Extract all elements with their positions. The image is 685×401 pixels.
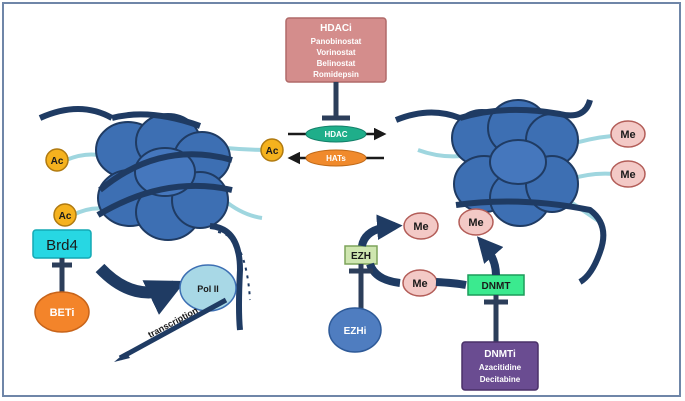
ac-badge: Ac bbox=[45, 148, 69, 172]
beti-label: BETi bbox=[50, 307, 75, 319]
dnmt-box: DNMT bbox=[467, 274, 525, 296]
hdaci-drug: Vorinostat bbox=[317, 48, 356, 57]
left-nucleosome bbox=[38, 106, 269, 331]
dna-strand bbox=[98, 151, 233, 193]
dnmti-drug: Azacitidine bbox=[479, 363, 522, 372]
me-badge: Me bbox=[458, 208, 494, 236]
hdaci-box: HDACi Panobinostat Vorinostat Belinostat… bbox=[285, 17, 387, 83]
dnmti-drug: Decitabine bbox=[480, 375, 521, 384]
me-badge: Me bbox=[610, 160, 646, 188]
brd4-box: Brd4 bbox=[32, 229, 92, 259]
right-nucleosome bbox=[394, 99, 615, 285]
ezhi-label: EZHi bbox=[344, 326, 367, 337]
hdaci-drug: Belinostat bbox=[317, 59, 356, 68]
dnmt-label: DNMT bbox=[482, 281, 511, 292]
hdac-pill: HDAC bbox=[305, 125, 367, 143]
me-badge: Me bbox=[402, 269, 438, 297]
me-to-ezh-curve bbox=[366, 262, 401, 287]
histone-tail bbox=[222, 198, 263, 220]
hdaci-title: HDACi bbox=[320, 23, 352, 34]
me-to-dnmt-line bbox=[435, 278, 467, 289]
me-label: Me bbox=[620, 169, 635, 181]
ezh-box: EZH bbox=[344, 245, 378, 265]
polii-node: Pol II bbox=[179, 264, 237, 312]
ezhi-node: EZHi bbox=[328, 307, 382, 353]
dna-strand bbox=[111, 111, 202, 129]
ac-label: Ac bbox=[51, 156, 64, 167]
brd4-label: Brd4 bbox=[46, 237, 78, 254]
ezh-label: EZH bbox=[351, 251, 371, 262]
me-badge: Me bbox=[610, 120, 646, 148]
hats-pill: HATs bbox=[305, 149, 367, 167]
ac-label: Ac bbox=[266, 146, 279, 157]
ac-badge: Ac bbox=[53, 203, 77, 227]
dna-strand bbox=[459, 99, 593, 121]
dnmt-to-me-arrow bbox=[476, 236, 504, 276]
me-label: Me bbox=[468, 217, 483, 229]
hats-label: HATs bbox=[326, 154, 346, 163]
dna-strand bbox=[96, 182, 233, 218]
ezh-to-me-arrow bbox=[358, 214, 403, 248]
dnmti-title: DNMTi bbox=[484, 349, 516, 360]
hdac-label: HDAC bbox=[324, 130, 347, 139]
beti-node: BETi bbox=[34, 291, 90, 333]
ac-badge: Ac bbox=[260, 138, 284, 162]
hdaci-drug: Panobinostat bbox=[311, 37, 362, 46]
me-label: Me bbox=[413, 221, 428, 233]
hdaci-drug: Romidepsin bbox=[313, 70, 359, 79]
me-badge: Me bbox=[403, 212, 439, 240]
polii-label: Pol II bbox=[197, 284, 219, 294]
transcription-label: transcription bbox=[146, 305, 199, 340]
me-label: Me bbox=[412, 278, 427, 290]
dna-strand bbox=[38, 106, 114, 121]
transcription-arrowhead bbox=[114, 352, 130, 362]
ac-label: Ac bbox=[59, 211, 72, 222]
me-label: Me bbox=[620, 129, 635, 141]
dna-strand bbox=[455, 198, 607, 285]
transcription-arrow bbox=[118, 297, 228, 361]
dnmti-box: DNMTi Azacitidine Decitabine bbox=[461, 341, 539, 391]
brd4-to-polii-arrow bbox=[95, 263, 186, 315]
dna-strand bbox=[394, 109, 462, 123]
histone-core bbox=[489, 139, 547, 185]
dna-strand bbox=[209, 223, 244, 331]
diagram-border bbox=[2, 2, 681, 397]
